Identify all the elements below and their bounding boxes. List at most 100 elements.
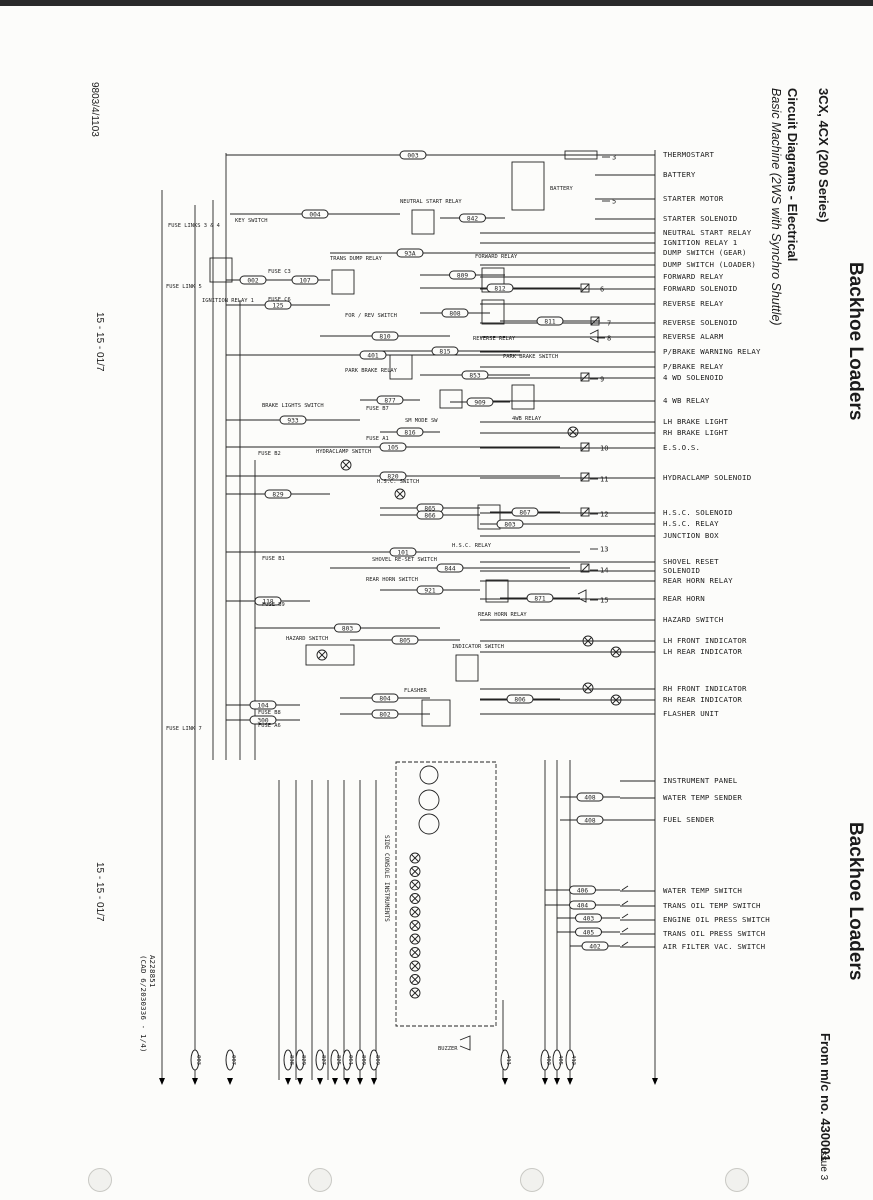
bottom-wire-label: 061 <box>347 1055 353 1065</box>
wire-label: 405 <box>583 929 594 936</box>
bottom-wire-label: 809 <box>360 1055 366 1065</box>
wire-label: 812 <box>494 285 505 292</box>
wire-label: 933 <box>287 417 298 424</box>
component-tag: REVERSE RELAY <box>473 336 516 342</box>
component-label: H.S.C. RELAY <box>663 519 719 528</box>
component-label: WATER TEMP SENDER <box>663 793 743 802</box>
bottom-wire-label: 829 <box>300 1055 306 1065</box>
component-tag: SHOVEL RE-SET SWITCH <box>372 557 437 563</box>
component-label: P/BRAKE WARNING RELAY <box>663 347 761 356</box>
component-tag: FUSE B8 <box>258 710 281 716</box>
component-label: REVERSE RELAY <box>663 299 724 308</box>
component-label: FORWARD RELAY <box>663 272 724 281</box>
wire-label: 806 <box>514 696 525 703</box>
wire-label: 93A <box>404 250 415 257</box>
punch-hole <box>520 1168 544 1192</box>
punch-hole <box>88 1168 112 1192</box>
component-label: E.S.O.S. <box>663 443 701 452</box>
component-label: HYDRACLAMP SOLENOID <box>663 473 752 482</box>
wire-label: 802 <box>379 711 390 718</box>
wire-label: 909 <box>474 399 485 406</box>
component-tag: FLASHER <box>404 688 427 694</box>
bottom-wire-label: 402 <box>545 1055 551 1065</box>
wire-label: 401 <box>367 352 378 359</box>
bottom-wire-label: 007 <box>230 1055 236 1065</box>
bottom-wire-label: 003 <box>195 1055 201 1065</box>
wire-label: 105 <box>387 444 398 451</box>
component-tag: H.S.C. RELAY <box>452 543 492 549</box>
wire-label: 404 <box>577 902 588 909</box>
wire-label: 101 <box>397 549 408 556</box>
punch-hole <box>308 1168 332 1192</box>
component-label: SHOVEL RESET <box>663 557 719 566</box>
terminal-number: 10 <box>600 445 608 453</box>
wire-label: 804 <box>379 695 390 702</box>
component-label: RH REAR INDICATOR <box>663 695 743 704</box>
component-tag: FOR / REV SWITCH <box>345 313 397 319</box>
component-label: HAZARD SWITCH <box>663 615 724 624</box>
terminal-number: 12 <box>600 511 608 519</box>
component-tag: KEY SWITCH <box>235 218 267 224</box>
wire-label: 808 <box>449 310 460 317</box>
bottom-wire-label: 411 <box>505 1055 511 1065</box>
component-tag: FORWARD RELAY <box>475 254 518 260</box>
component-tag: PARK BRAKE RELAY <box>345 368 398 374</box>
component-label: FORWARD SOLENOID <box>663 284 738 293</box>
component-label: LH FRONT INDICATOR <box>663 636 747 645</box>
component-label: RH FRONT INDICATOR <box>663 684 747 693</box>
terminal-number: 13 <box>600 546 608 554</box>
component-tag: FUSE LINKS 3 & 4 <box>168 223 220 229</box>
wire-label: 865 <box>424 505 435 512</box>
wire-label: 408 <box>584 794 595 801</box>
component-label: AIR FILTER VAC. SWITCH <box>663 942 766 951</box>
wire-label: 803 <box>504 521 515 528</box>
wire-label: 871 <box>534 595 545 602</box>
wire-label: 844 <box>444 565 455 572</box>
component-tag: REAR HORN RELAY <box>478 612 527 618</box>
wire-label: 300 <box>257 717 268 724</box>
wire-label: 004 <box>309 211 320 218</box>
component-label: STARTER SOLENOID <box>663 214 738 223</box>
component-tag: FUSE C6 <box>268 297 291 303</box>
component-label: DUMP SWITCH (GEAR) <box>663 248 747 257</box>
component-label: ENGINE OIL PRESS SWITCH <box>663 915 770 924</box>
terminal-number: 6 <box>600 286 604 294</box>
wire-label: 805 <box>399 637 410 644</box>
component-label: BATTERY <box>663 170 696 179</box>
wire-label: 867 <box>519 509 530 516</box>
component-label: FLASHER UNIT <box>663 709 719 718</box>
wire-label: 402 <box>589 943 600 950</box>
component-label: REVERSE SOLENOID <box>663 318 738 327</box>
terminal-number: 15 <box>600 597 608 605</box>
wire-label: 107 <box>299 277 310 284</box>
wire-label: 104 <box>257 702 268 709</box>
component-tag: 4WB RELAY <box>512 416 542 422</box>
bottom-wire-label: 827 <box>320 1055 326 1065</box>
component-tag: NEUTRAL START RELAY <box>400 199 462 205</box>
component-tag: REAR HORN SWITCH <box>366 577 418 583</box>
component-tag: FUSE LINK 7 <box>166 726 202 732</box>
component-label: TRANS OIL TEMP SWITCH <box>663 901 761 910</box>
component-tag: PARK BRAKE SWITCH <box>503 354 558 360</box>
component-tag: FUSE A1 <box>366 436 389 442</box>
terminal-number: 9 <box>600 376 604 384</box>
component-tag: FUSE B9 <box>262 602 285 608</box>
wire-label: 816 <box>404 429 415 436</box>
wire-label: 820 <box>387 473 398 480</box>
component-label: LH BRAKE LIGHT <box>663 417 729 426</box>
bottom-wire-label: 825 <box>335 1055 341 1065</box>
wire-label: 002 <box>247 277 258 284</box>
component-tag: FUSE B2 <box>258 451 281 457</box>
component-label: SOLENOID <box>663 566 701 575</box>
wire-label: 003 <box>407 152 418 159</box>
wire-label: 877 <box>384 397 395 404</box>
wire-label: 118 <box>262 598 273 605</box>
component-tag: INDICATOR SWITCH <box>452 644 504 650</box>
terminal-number: 3 <box>612 154 616 162</box>
wire-label: 403 <box>583 915 594 922</box>
wire-label: 829 <box>272 491 283 498</box>
component-tag: HAZARD SWITCH <box>286 636 328 642</box>
component-label: STARTER MOTOR <box>663 194 724 203</box>
